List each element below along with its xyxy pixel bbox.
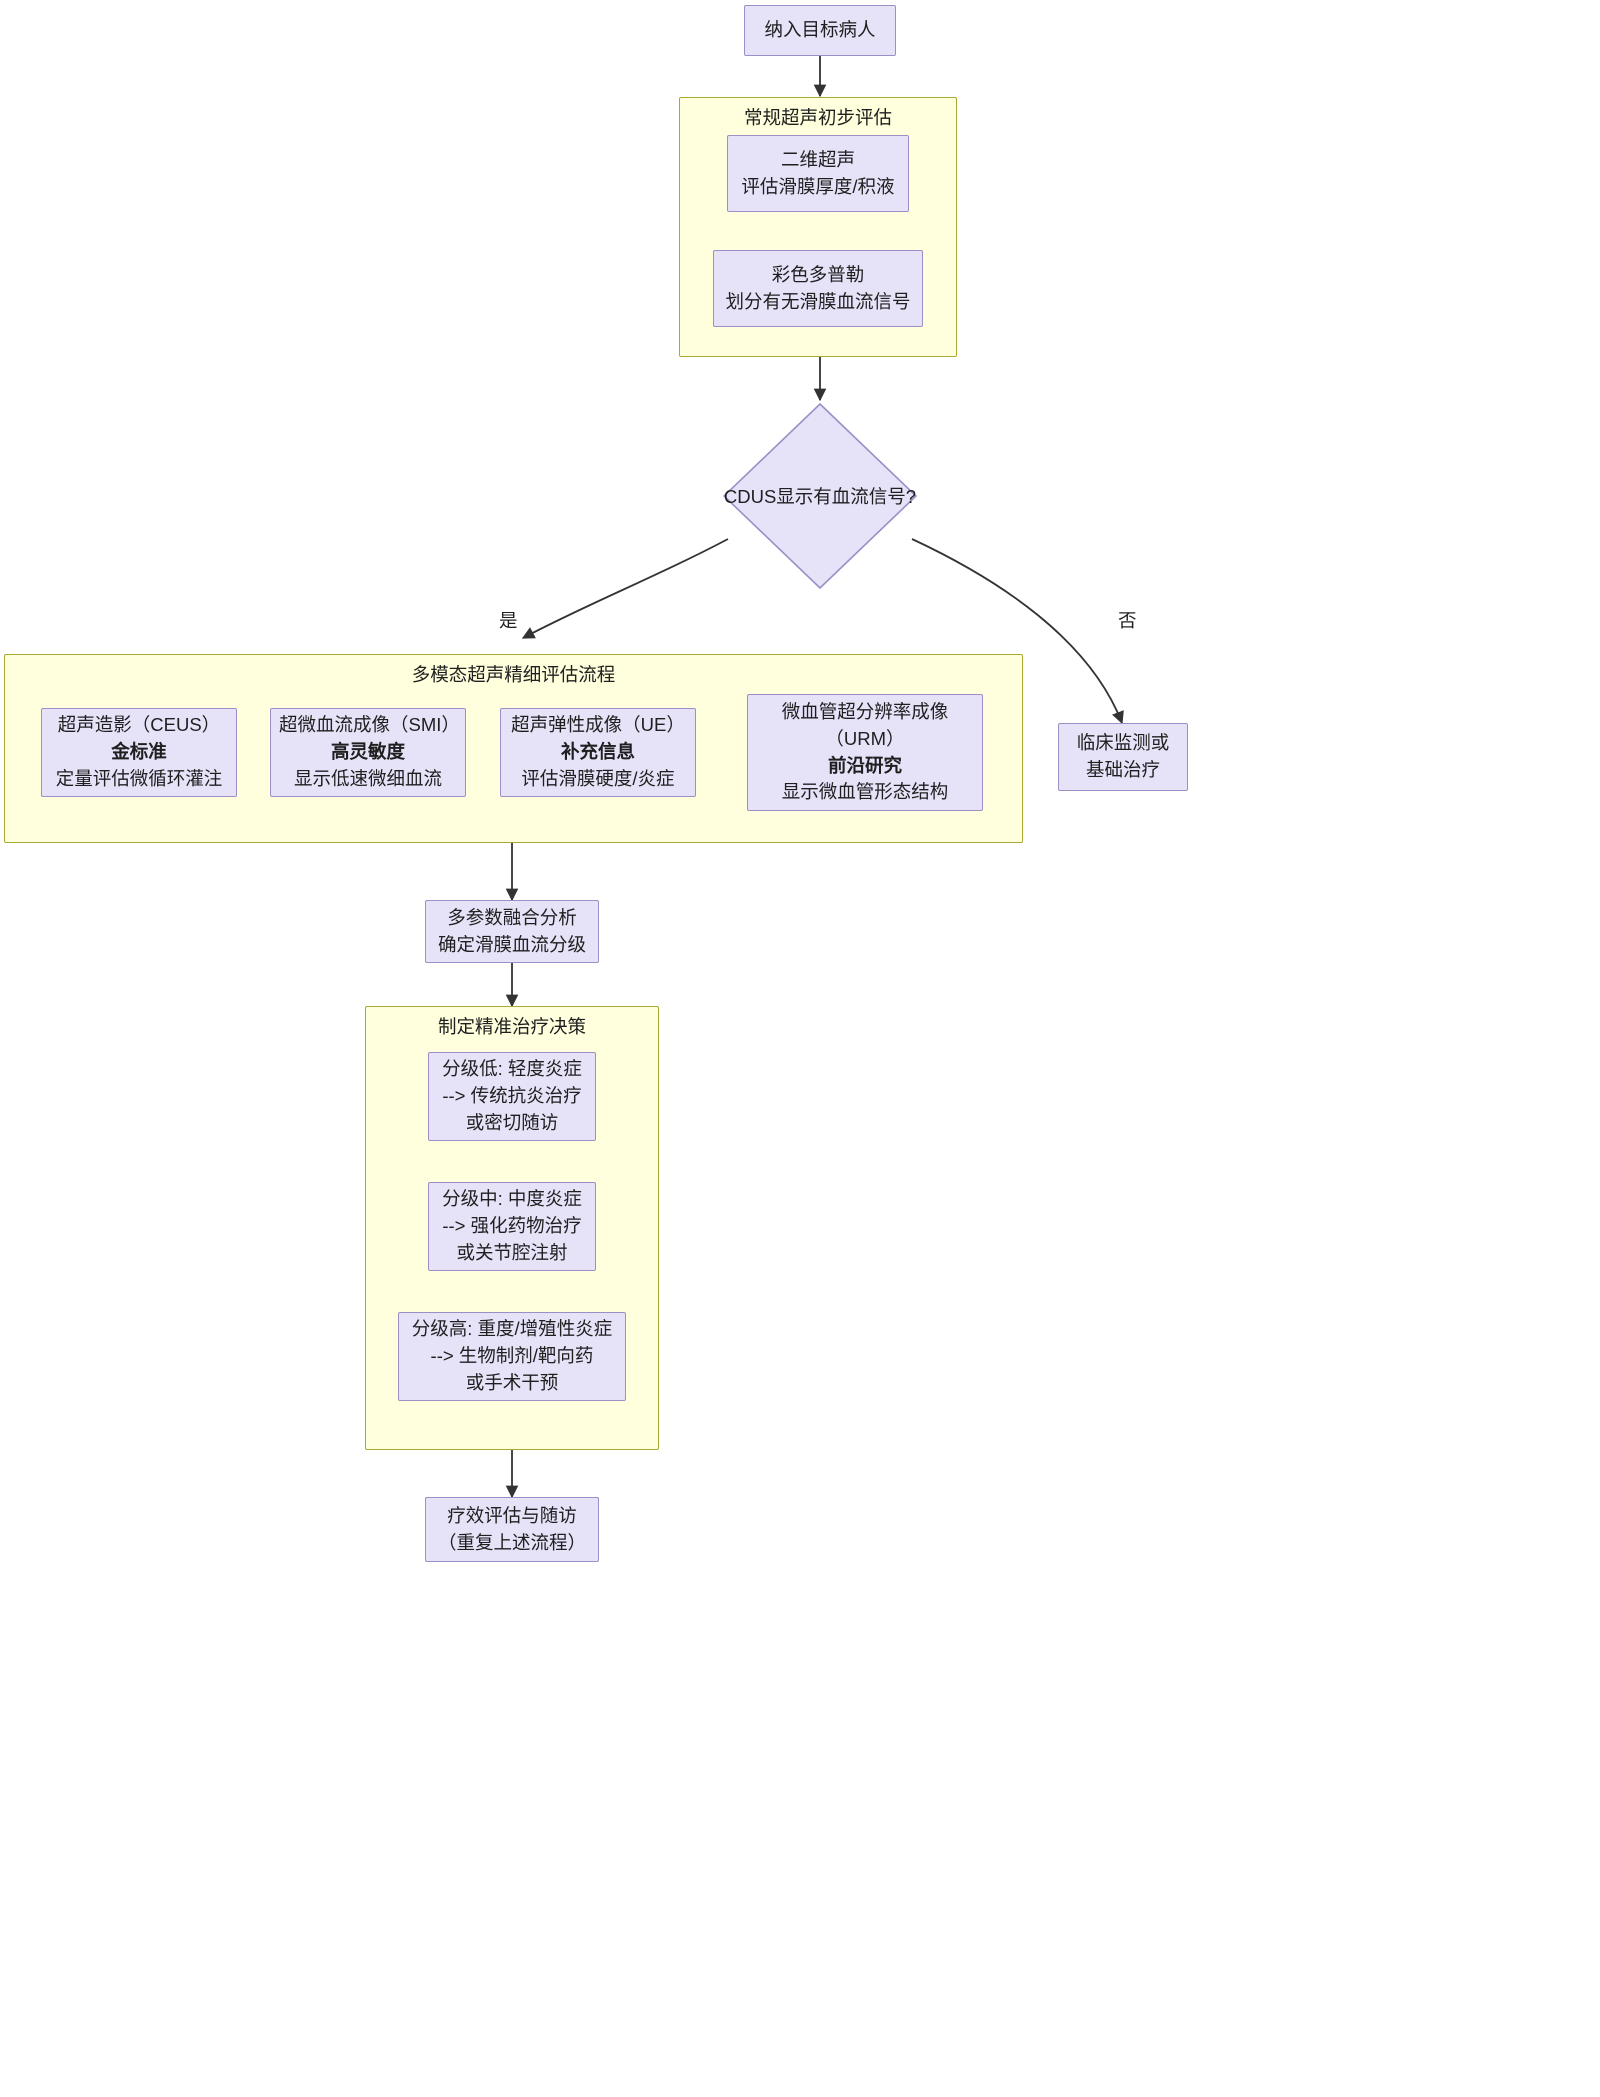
node-followup[interactable]: 疗效评估与随访 （重复上述流程） [425,1497,599,1562]
edge-decision-to-multimodal [521,538,729,639]
node-ue-line1: 超声弹性成像（UE） [511,714,685,736]
node-followup-line1: 疗效评估与随访 [447,1504,577,1526]
node-grade-high-line2: --> 生物制剂/靶向药 [430,1345,594,1367]
node-smi-line1: 超微血流成像（SMI） [279,714,460,736]
node-smi[interactable]: 超微血流成像（SMI） 高灵敏度 显示低速微细血流 [270,708,466,797]
node-grade-high-line1: 分级高: 重度/增殖性炎症 [411,1318,613,1340]
cluster-routine-title: 常规超声初步评估 [743,107,892,128]
node-grade-mid[interactable]: 分级中: 中度炎症 --> 强化药物治疗 或关节腔注射 [428,1182,596,1271]
edge-label-yes: 是 [499,610,518,631]
node-2d-ultrasound[interactable]: 二维超声 评估滑膜厚度/积液 [727,135,909,212]
node-grade-mid-line3: 或关节腔注射 [456,1241,568,1263]
node-ceus-line3: 定量评估微循环灌注 [55,767,223,789]
node-grade-high-line3: 或手术干预 [465,1371,559,1393]
node-grade-low-line2: --> 传统抗炎治疗 [442,1085,582,1107]
node-grade-low[interactable]: 分级低: 轻度炎症 --> 传统抗炎治疗 或密切随访 [428,1052,596,1141]
node-color-doppler-line1: 彩色多普勒 [771,263,865,285]
cluster-treatment-title: 制定精准治疗决策 [437,1016,586,1037]
node-ue-line2: 补充信息 [560,741,635,763]
node-smi-line2: 高灵敏度 [330,741,405,763]
node-grade-high[interactable]: 分级高: 重度/增殖性炎症 --> 生物制剂/靶向药 或手术干预 [398,1312,626,1401]
cluster-multimodal-title: 多模态超声精细评估流程 [411,664,616,685]
node-clinical-line2: 基础治疗 [1085,759,1160,780]
node-ue[interactable]: 超声弹性成像（UE） 补充信息 评估滑膜硬度/炎症 [500,708,696,797]
node-fusion-line2: 确定滑膜血流分级 [437,933,586,955]
node-grade-mid-line2: --> 强化药物治疗 [442,1215,582,1237]
node-ceus-line1: 超声造影（CEUS） [57,714,221,736]
node-urm[interactable]: 微血管超分辨率成像 （URM） 前沿研究 显示微血管形态结构 [747,694,983,811]
node-start-enroll-patients[interactable]: 纳入目标病人 [744,5,896,56]
node-2d-ultrasound-line1: 二维超声 [780,148,855,170]
node-ceus[interactable]: 超声造影（CEUS） 金标准 定量评估微循环灌注 [41,708,237,797]
node-grade-mid-line1: 分级中: 中度炎症 [442,1188,582,1210]
node-smi-line3: 显示低速微细血流 [293,767,442,789]
edge-label-no: 否 [1118,610,1137,631]
diamond-shape [722,402,918,590]
node-start-label: 纳入目标病人 [764,19,876,41]
node-grade-low-line3: 或密切随访 [465,1111,559,1133]
node-color-doppler[interactable]: 彩色多普勒 划分有无滑膜血流信号 [713,250,923,327]
node-grade-low-line1: 分级低: 轻度炎症 [442,1058,582,1080]
node-ue-line3: 评估滑膜硬度/炎症 [521,767,675,789]
node-followup-line2: （重复上述流程） [437,1531,586,1553]
node-urm-line3: 前沿研究 [827,754,902,776]
node-color-doppler-line2: 划分有无滑膜血流信号 [725,290,911,312]
node-urm-line4: 显示微血管形态结构 [781,781,949,803]
node-urm-line1: 微血管超分辨率成像 [781,700,949,722]
node-2d-ultrasound-line2: 评估滑膜厚度/积液 [741,175,895,197]
node-urm-line2: （URM） [825,727,905,749]
node-ceus-line2: 金标准 [111,741,167,763]
node-clinical-line1: 临床监测或 [1076,732,1170,754]
node-clinical-monitoring[interactable]: 临床监测或 基础治疗 [1058,723,1188,791]
node-decision-label: CDUS显示有血流信号? [723,486,917,507]
node-decision-blood-flow[interactable]: CDUS显示有血流信号? [722,402,918,590]
node-fusion-line1: 多参数融合分析 [447,906,577,928]
node-fusion-analysis[interactable]: 多参数融合分析 确定滑膜血流分级 [425,900,599,963]
